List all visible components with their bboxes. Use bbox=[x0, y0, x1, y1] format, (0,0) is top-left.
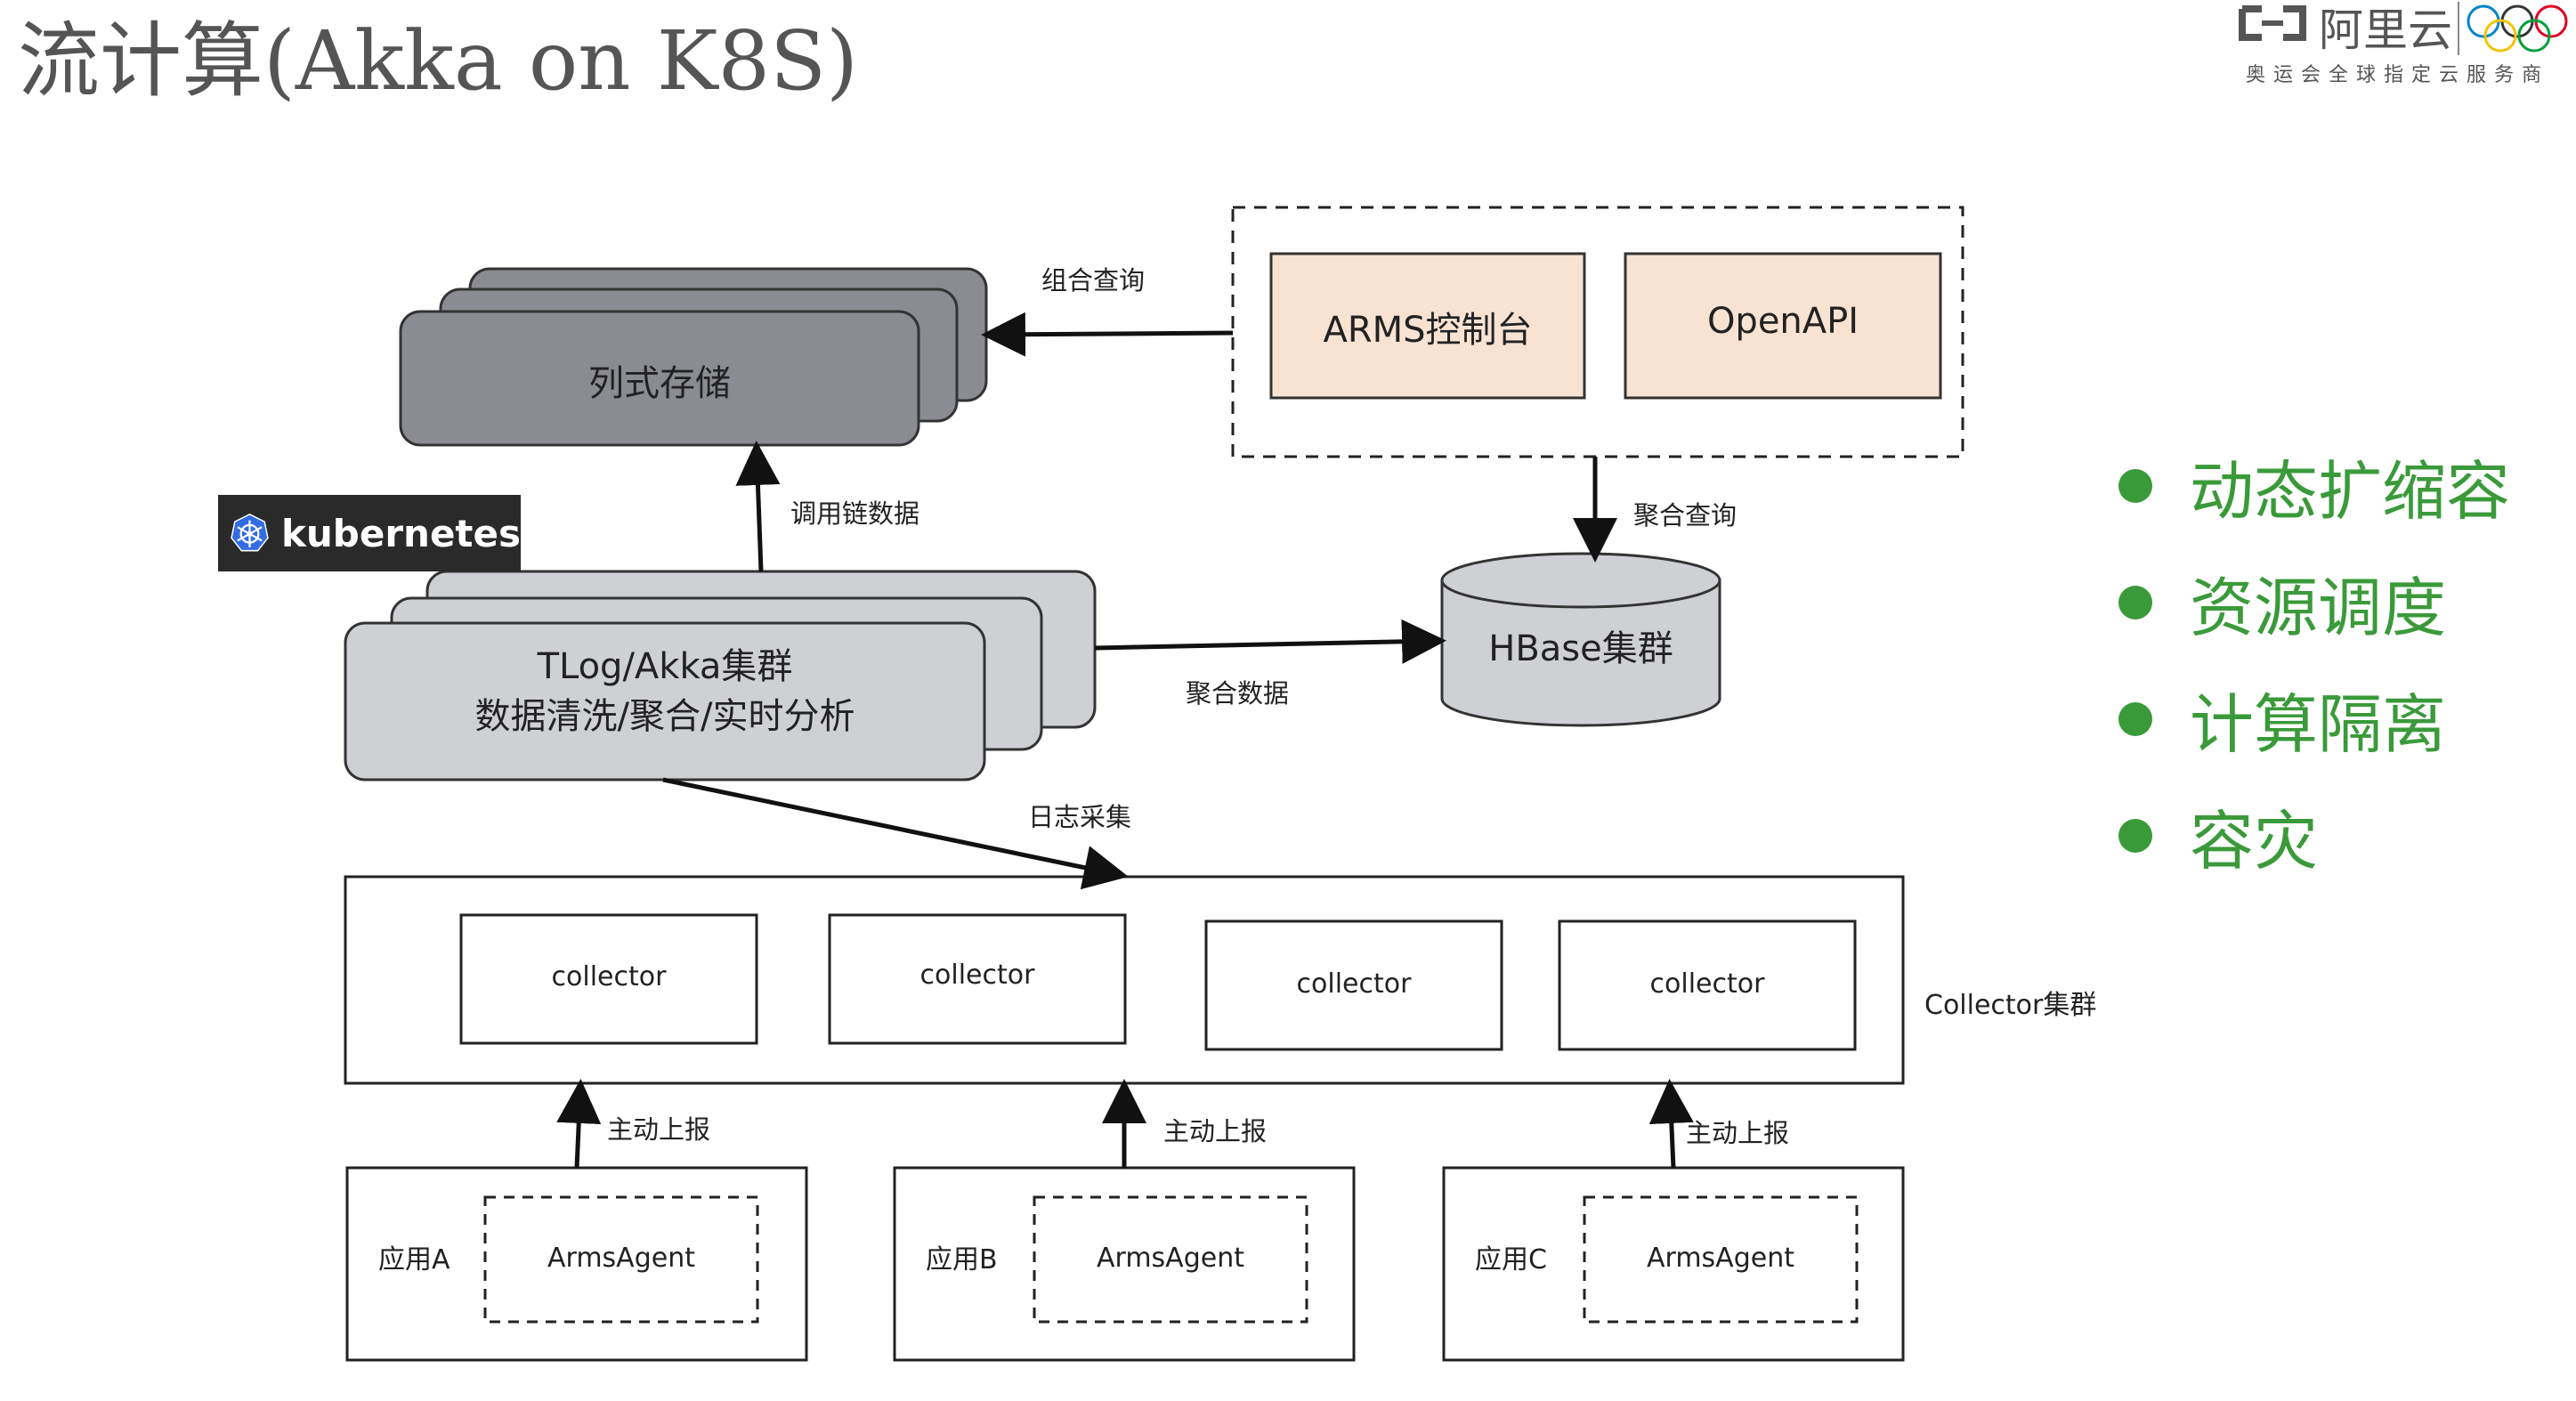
logo-tagline: 奥运会全球指定云服务商 bbox=[2246, 64, 2550, 86]
arms-console-node bbox=[1269, 252, 1586, 400]
collector-label-4: collector bbox=[1649, 968, 1765, 1000]
app-c-label: 应用C bbox=[1475, 1244, 1547, 1275]
kubernetes-wheel-icon bbox=[231, 513, 269, 552]
combined-query-label: 组合查询 bbox=[1041, 265, 1146, 296]
bullet-dot-icon bbox=[2118, 818, 2152, 853]
kubernetes-badge: kubernetes bbox=[218, 495, 521, 571]
query-frontend-group bbox=[1231, 206, 1964, 458]
tlog-label-line2: 数据清洗/聚合/实时分析 bbox=[474, 696, 855, 737]
report-label-a: 主动上报 bbox=[607, 1114, 711, 1145]
app-c-box bbox=[1442, 1166, 1905, 1362]
feature-item: 动态扩缩容 bbox=[2118, 427, 2510, 544]
combined-query-arrow bbox=[981, 312, 1234, 357]
openapi-label: OpenAPI bbox=[1706, 301, 1859, 342]
alibaba-cloud-logo-icon bbox=[2239, 5, 2306, 41]
openapi-node bbox=[1624, 252, 1942, 400]
app-a-box bbox=[345, 1166, 808, 1362]
tlog-akka-stack bbox=[344, 570, 1097, 781]
trace-data-label: 调用链数据 bbox=[790, 498, 920, 529]
report-arrow-c bbox=[1648, 1079, 1694, 1169]
page-title: 流计算(Akka on K8S) bbox=[18, 13, 858, 109]
feature-text: 动态扩缩容 bbox=[2190, 454, 2511, 529]
app-b-agent bbox=[1033, 1195, 1308, 1324]
olympic-rings-icon bbox=[2458, 2, 2568, 55]
aggregate-data-label: 聚合数据 bbox=[1186, 678, 1290, 709]
hbase-label: HBase集群 bbox=[1488, 628, 1673, 669]
bullet-dot-icon bbox=[2118, 585, 2152, 620]
bullet-dot-icon bbox=[2118, 468, 2152, 503]
tlog-label-line1: TLog/Akka集群 bbox=[537, 646, 793, 687]
feature-item: 容灾 bbox=[2118, 777, 2510, 894]
app-b-agent-label: ArmsAgent bbox=[1097, 1243, 1244, 1274]
app-a-label: 应用A bbox=[378, 1244, 450, 1275]
collector-label-1: collector bbox=[551, 961, 667, 992]
columnar-storage-label: 列式存储 bbox=[588, 363, 731, 404]
collector-node-4 bbox=[1558, 919, 1857, 1051]
app-a-agent-label: ArmsAgent bbox=[547, 1243, 695, 1274]
aggregate-data-arrow bbox=[1094, 619, 1446, 664]
collector-cluster-label: Collector集群 bbox=[1924, 990, 2097, 1021]
collector-node-3 bbox=[1204, 919, 1503, 1051]
logo-brand: 阿里云 bbox=[2319, 4, 2452, 56]
feature-text: 计算隔离 bbox=[2190, 687, 2447, 762]
app-c-agent bbox=[1583, 1195, 1859, 1324]
aggregate-query-label: 聚合查询 bbox=[1633, 500, 1738, 530]
trace-data-arrow bbox=[735, 441, 781, 572]
log-collection-label: 日志采集 bbox=[1028, 802, 1132, 832]
collector-node-1 bbox=[459, 913, 758, 1045]
app-b-label: 应用B bbox=[926, 1244, 998, 1275]
app-c-agent-label: ArmsAgent bbox=[1647, 1243, 1794, 1274]
log-collection-arrow bbox=[662, 777, 1129, 890]
feature-text: 容灾 bbox=[2190, 804, 2319, 879]
bullet-dot-icon bbox=[2118, 701, 2152, 736]
collector-label-2: collector bbox=[919, 960, 1035, 991]
collector-node-2 bbox=[828, 913, 1127, 1045]
feature-item: 计算隔离 bbox=[2118, 660, 2510, 777]
columnar-storage-stack bbox=[399, 267, 988, 447]
collector-label-3: collector bbox=[1296, 968, 1412, 1000]
app-a-agent bbox=[483, 1195, 759, 1324]
report-label-c: 主动上报 bbox=[1686, 1118, 1790, 1148]
report-label-b: 主动上报 bbox=[1163, 1116, 1268, 1146]
hbase-cylinder bbox=[1440, 552, 1721, 727]
feature-text: 资源调度 bbox=[2190, 571, 2447, 645]
alibaba-cloud-logo: 阿里云 奥运会全球指定云服务商 bbox=[2230, 0, 2576, 89]
report-arrow-a bbox=[556, 1079, 602, 1169]
app-b-box bbox=[893, 1166, 1356, 1362]
kubernetes-label: kubernetes bbox=[280, 511, 521, 555]
feature-item: 资源调度 bbox=[2118, 544, 2510, 660]
arms-console-label: ARMS控制台 bbox=[1323, 310, 1533, 351]
feature-list: 动态扩缩容 资源调度 计算隔离 容灾 bbox=[2118, 427, 2510, 894]
